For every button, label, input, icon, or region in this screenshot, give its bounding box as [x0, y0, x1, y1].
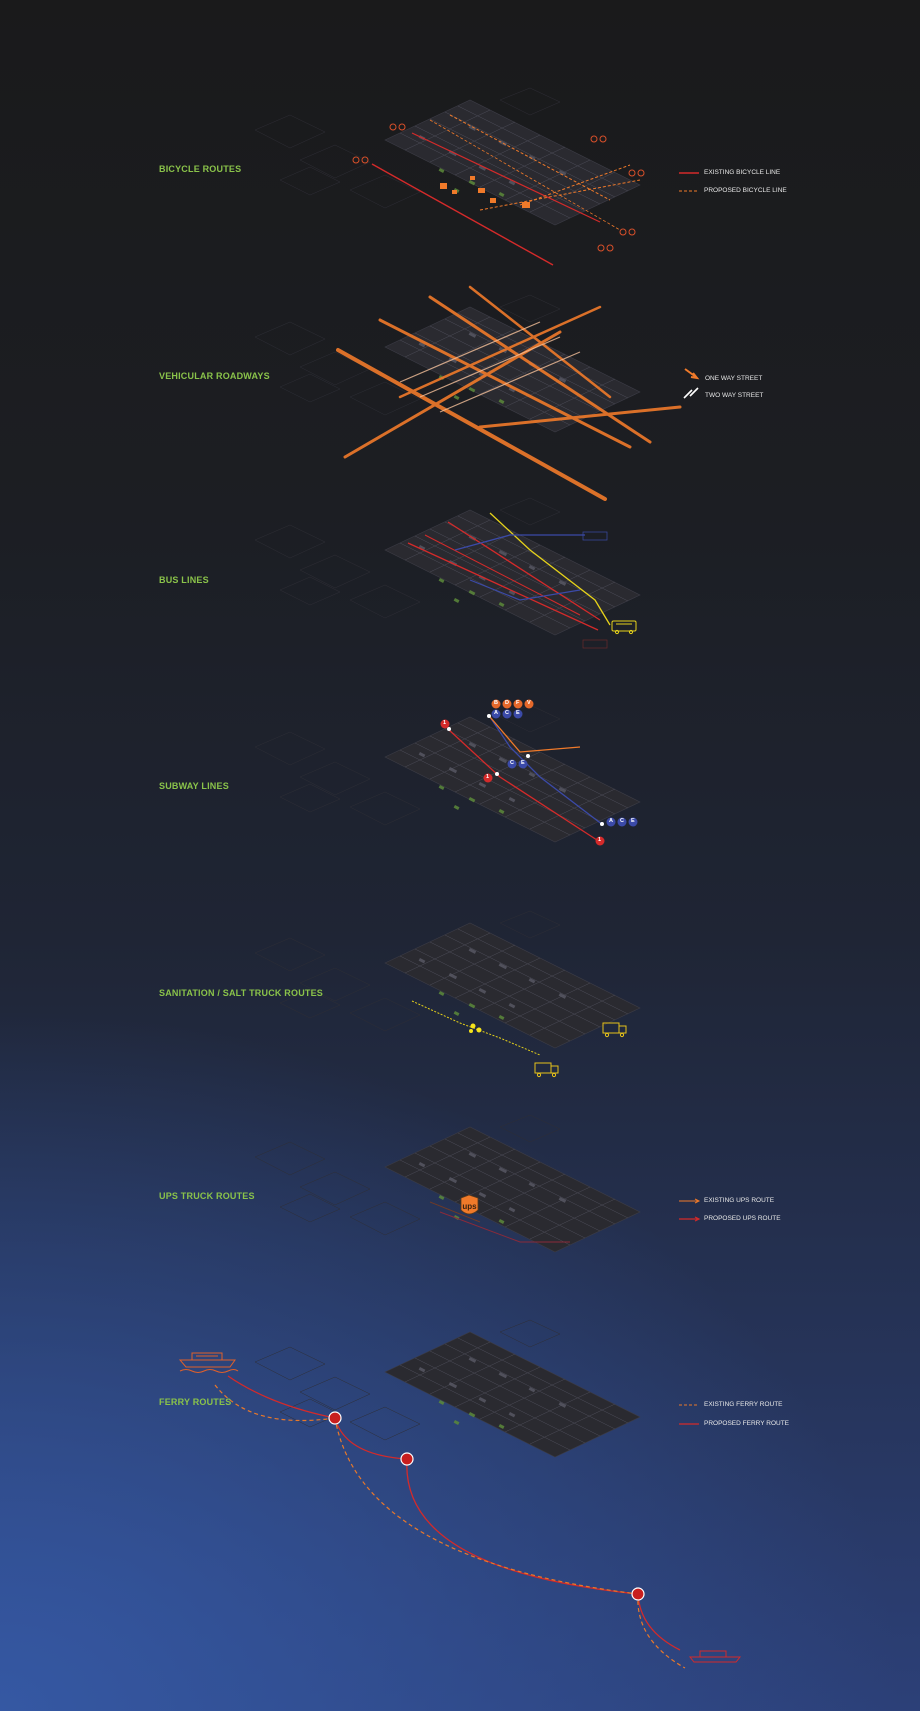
subway-badge-group-blue-right	[606, 817, 638, 827]
title-vehicular-roadways: VEHICULAR ROADWAYS	[159, 371, 270, 381]
legend-existing-ferry: EXISTING FERRY ROUTE	[704, 1401, 783, 1408]
title-bus-lines: BUS LINES	[159, 575, 209, 585]
ferry-routes	[178, 1352, 742, 1669]
subway-badge-red	[440, 719, 605, 846]
vehicular-legend-icons	[683, 368, 700, 399]
truck-icon	[534, 1022, 627, 1078]
bicycle-legend-swatches	[679, 172, 699, 192]
subway-badge-group-blue-mid	[507, 759, 528, 769]
ups-routes-map: ups	[254, 1114, 641, 1253]
bus-icon	[611, 620, 637, 635]
title-subway-lines: SUBWAY LINES	[159, 781, 229, 791]
bicycle-icons	[352, 123, 645, 252]
legend-existing-bicycle: EXISTING BICYCLE LINE	[704, 169, 781, 176]
legend-proposed-ferry: PROPOSED FERRY ROUTE	[704, 1420, 789, 1427]
legend-two-way-street: TWO WAY STREET	[705, 392, 764, 399]
bus-lines-map	[254, 497, 641, 649]
legend-proposed-bicycle: PROPOSED BICYCLE LINE	[704, 187, 787, 194]
legend-one-way-street: ONE WAY STREET	[705, 375, 763, 382]
title-ferry-routes: FERRY ROUTES	[159, 1397, 232, 1407]
vehicular-roadways-map	[254, 285, 682, 501]
title-ups-truck-routes: UPS TRUCK ROUTES	[159, 1191, 255, 1201]
ferry-routes-map	[254, 1319, 641, 1458]
sanitation-routes-map	[254, 910, 641, 1078]
ups-logo-text: ups	[462, 1202, 477, 1211]
ferry-stop-markers	[328, 1411, 645, 1601]
subway-badge-group-orange	[491, 699, 534, 709]
title-sanitation-routes: SANITATION / SALT TRUCK ROUTES	[159, 988, 323, 998]
subway-badge-group-blue-top	[491, 709, 523, 719]
ferry-legend-swatches	[679, 1404, 699, 1425]
ferry-boat-icon-2	[688, 1650, 742, 1663]
ups-logo: ups	[460, 1194, 479, 1215]
legend-existing-ups: EXISTING UPS ROUTE	[704, 1197, 775, 1204]
ups-legend-swatches	[679, 1198, 701, 1222]
bicycle-routes-map	[254, 87, 645, 266]
subway-badges	[440, 699, 638, 846]
ferry-boat-icon	[178, 1352, 239, 1373]
legend-proposed-ups: PROPOSED UPS ROUTE	[704, 1215, 781, 1222]
title-bicycle-routes: BICYCLE ROUTES	[159, 164, 242, 174]
